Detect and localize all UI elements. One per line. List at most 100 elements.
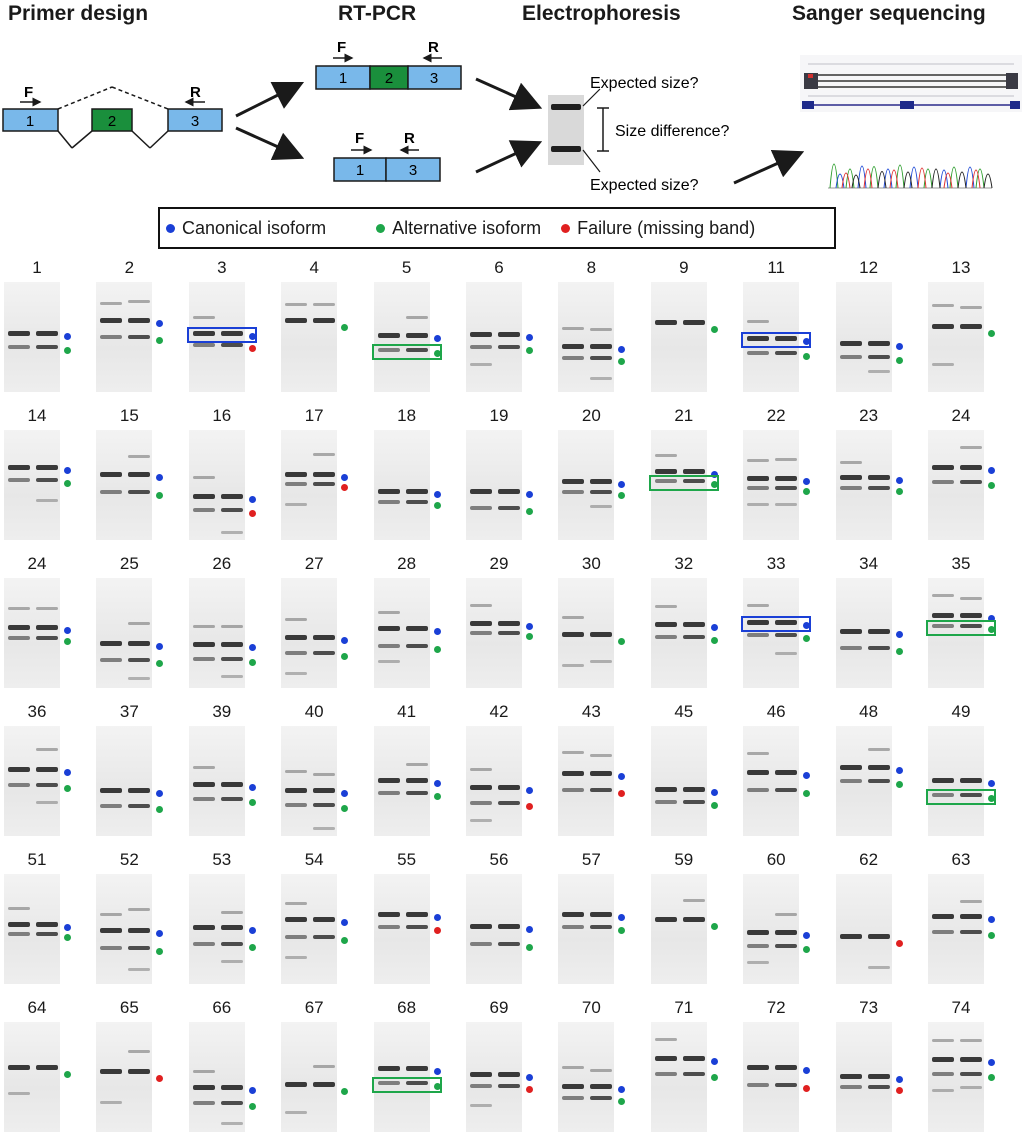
gel-lane	[312, 874, 336, 984]
gel-band	[128, 804, 151, 808]
gel-band	[498, 1084, 520, 1088]
gel-band	[100, 641, 123, 646]
gel-number: 1	[32, 258, 42, 277]
gel-band	[192, 642, 215, 647]
gel-lane	[284, 874, 308, 984]
gel-band	[747, 944, 770, 948]
gel-band	[839, 1085, 862, 1089]
alternative-dot-icon	[895, 488, 903, 495]
gel-number: 59	[674, 850, 694, 869]
gel-number: 24	[27, 554, 47, 573]
gel-band	[128, 335, 151, 339]
title-primer-design: Primer design	[8, 2, 149, 25]
gel-band	[377, 1066, 400, 1071]
alternative-dot-icon	[618, 492, 626, 499]
gel-lane	[7, 1022, 31, 1132]
gel-band	[128, 641, 151, 646]
alternative-dot-icon	[988, 795, 995, 802]
gel-band	[867, 1074, 890, 1079]
gel-band	[192, 508, 215, 512]
gel-band	[470, 332, 492, 337]
gel-band	[867, 486, 890, 490]
gel-lane	[931, 430, 955, 540]
gel-band	[562, 912, 585, 917]
gel-panel: 32	[649, 554, 741, 696]
gel-band	[470, 801, 492, 805]
gel-band	[562, 327, 585, 330]
canonical-dot-icon	[618, 773, 626, 780]
alternative-dot-icon	[433, 1083, 441, 1090]
canonical-dot-icon	[710, 624, 718, 631]
gel-number: 52	[119, 850, 139, 869]
gel-number: 41	[397, 702, 417, 721]
gel-band	[313, 1082, 336, 1087]
canonical-dot-icon	[156, 320, 164, 327]
gel-band	[36, 625, 58, 630]
legend-alternative: Alternative isoform	[376, 218, 541, 239]
gel-number: 32	[674, 554, 694, 573]
gel-panel: 72	[741, 998, 833, 1140]
gel-band	[220, 1085, 243, 1090]
gel-lane	[220, 874, 244, 984]
gel-band	[377, 489, 400, 494]
gel-band	[100, 318, 123, 323]
gel-band	[775, 486, 798, 490]
gel-number: 69	[489, 998, 509, 1017]
canonical-dot-icon	[618, 346, 626, 353]
gel-band	[932, 793, 954, 797]
gel-band	[498, 345, 520, 349]
gel-image	[558, 578, 615, 688]
gel-number: 46	[766, 702, 786, 721]
gel-band	[313, 773, 336, 776]
gel-number: 66	[212, 998, 232, 1017]
canonical-dot-icon	[156, 790, 164, 797]
gel-lane	[497, 1022, 521, 1132]
gel-lane	[589, 430, 613, 540]
gel-band	[100, 804, 123, 808]
gel-panel: 35	[926, 554, 1018, 696]
gel-band	[562, 490, 585, 494]
alternative-dot-icon	[433, 646, 441, 653]
gel-image	[928, 430, 984, 540]
gel-band	[128, 1050, 151, 1053]
canonical-dot-icon	[248, 1087, 256, 1094]
canonical-dot-icon	[64, 924, 71, 931]
gel-band	[100, 490, 123, 494]
canonical-dot-icon	[64, 333, 71, 340]
gel-panel: 11	[741, 258, 833, 400]
gel-panel: 22	[741, 406, 833, 548]
gel-band	[36, 636, 58, 640]
gel-band	[470, 768, 492, 771]
alternative-dot-icon	[156, 660, 164, 667]
legend: Canonical isoform Alternative isoform Fa…	[158, 207, 836, 249]
gel-number: 14	[27, 406, 47, 425]
gel-band	[470, 1104, 492, 1107]
gel-band	[839, 461, 862, 464]
gel-lane	[35, 578, 59, 688]
gel-number: 65	[119, 998, 139, 1017]
gel-image	[188, 430, 245, 540]
gel-band	[960, 1086, 982, 1089]
gel-lane	[867, 874, 891, 984]
gel-image	[373, 430, 430, 540]
reverse-primer: R	[190, 84, 201, 101]
gel-band	[562, 771, 585, 776]
gel-lane	[959, 578, 983, 688]
gel-band	[313, 635, 336, 640]
gel-band	[192, 316, 215, 319]
failure-dot-icon	[433, 927, 441, 934]
gel-lane	[589, 874, 613, 984]
gel-panel: 68	[371, 998, 464, 1140]
gel-panel: 71	[649, 998, 741, 1140]
gel-band	[562, 479, 585, 484]
gel-band	[839, 934, 862, 939]
gel-number: 68	[397, 998, 417, 1017]
gel-panel: 12	[834, 258, 926, 400]
gel-band	[590, 356, 613, 360]
canonical-dot-icon	[895, 1076, 903, 1083]
alternative-dot-icon	[618, 927, 626, 934]
gel-band	[775, 620, 798, 625]
alternative-dot-icon	[341, 653, 349, 660]
gel-band	[313, 1065, 336, 1068]
gel-band	[470, 621, 492, 626]
